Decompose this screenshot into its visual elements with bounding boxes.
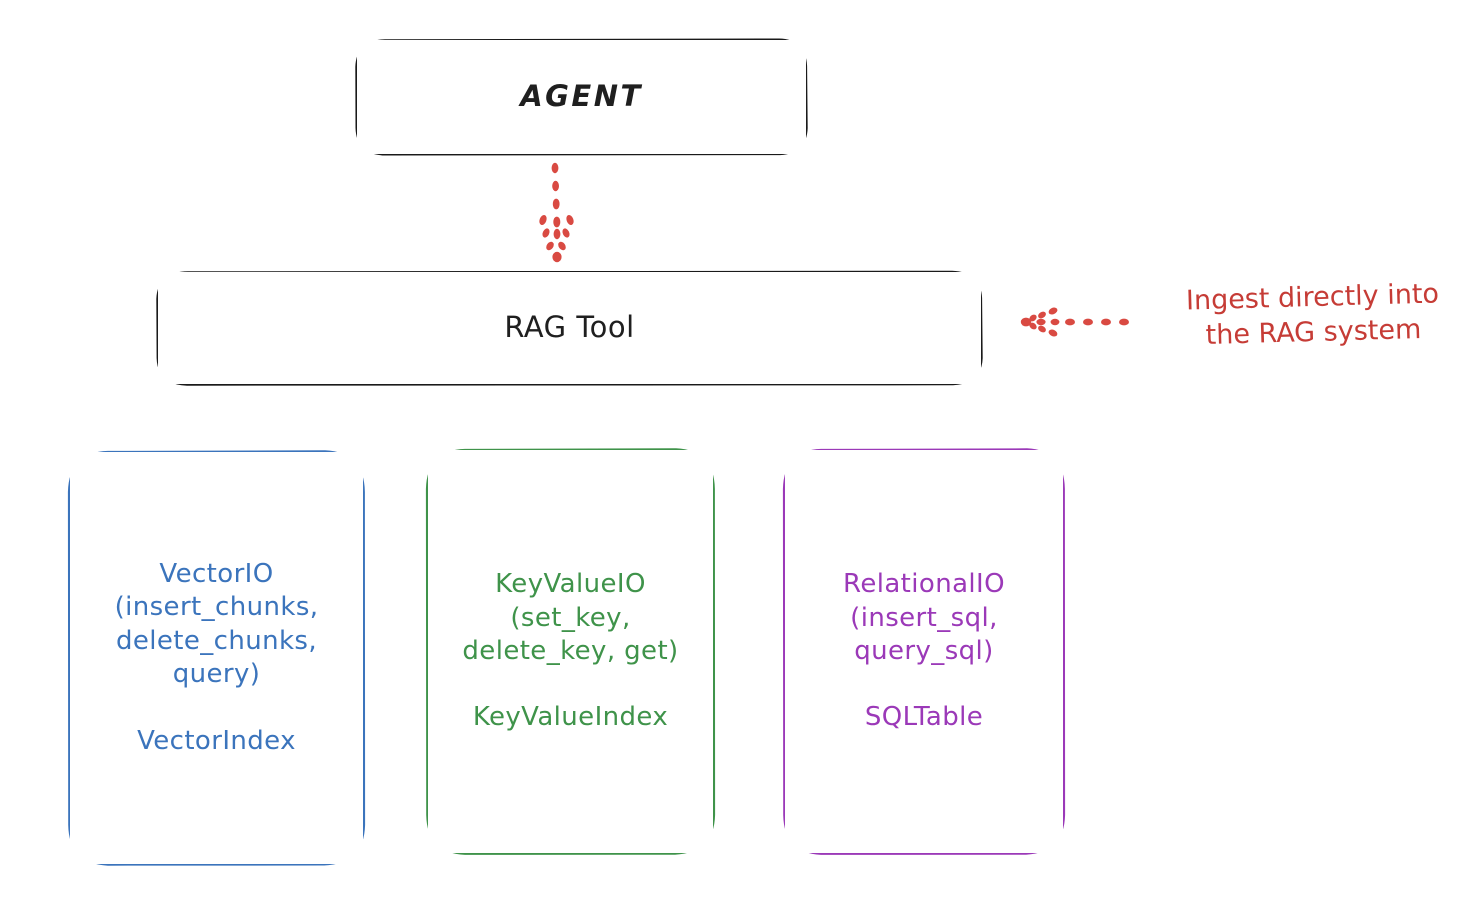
relational-io-node[interactable]: RelationalIO (insert_sql, query_sql) SQL… — [785, 450, 1063, 853]
ingest-annotation-label: Ingest directly into the RAG system — [1185, 278, 1440, 351]
key-value-io-node[interactable]: KeyValueIO (set_key, delete_key, get) Ke… — [428, 450, 713, 853]
agent-to-rag-connector — [539, 162, 574, 263]
relational-io-node-label: RelationalIO (insert_sql, query_sql) SQL… — [843, 569, 1005, 733]
agent-node[interactable]: AGENT — [357, 40, 806, 154]
rag-tool-node[interactable]: RAG Tool — [158, 272, 981, 384]
ingest-pointer-connector — [1020, 307, 1129, 337]
vector-io-node-label: VectorIO (insert_chunks, delete_chunks, … — [114, 559, 319, 756]
key-value-io-node-label: KeyValueIO (set_key, delete_key, get) Ke… — [462, 569, 679, 733]
agent-node-label: AGENT — [520, 79, 643, 114]
vector-io-node[interactable]: VectorIO (insert_chunks, delete_chunks, … — [70, 452, 363, 864]
rag-tool-node-label: RAG Tool — [504, 310, 635, 345]
